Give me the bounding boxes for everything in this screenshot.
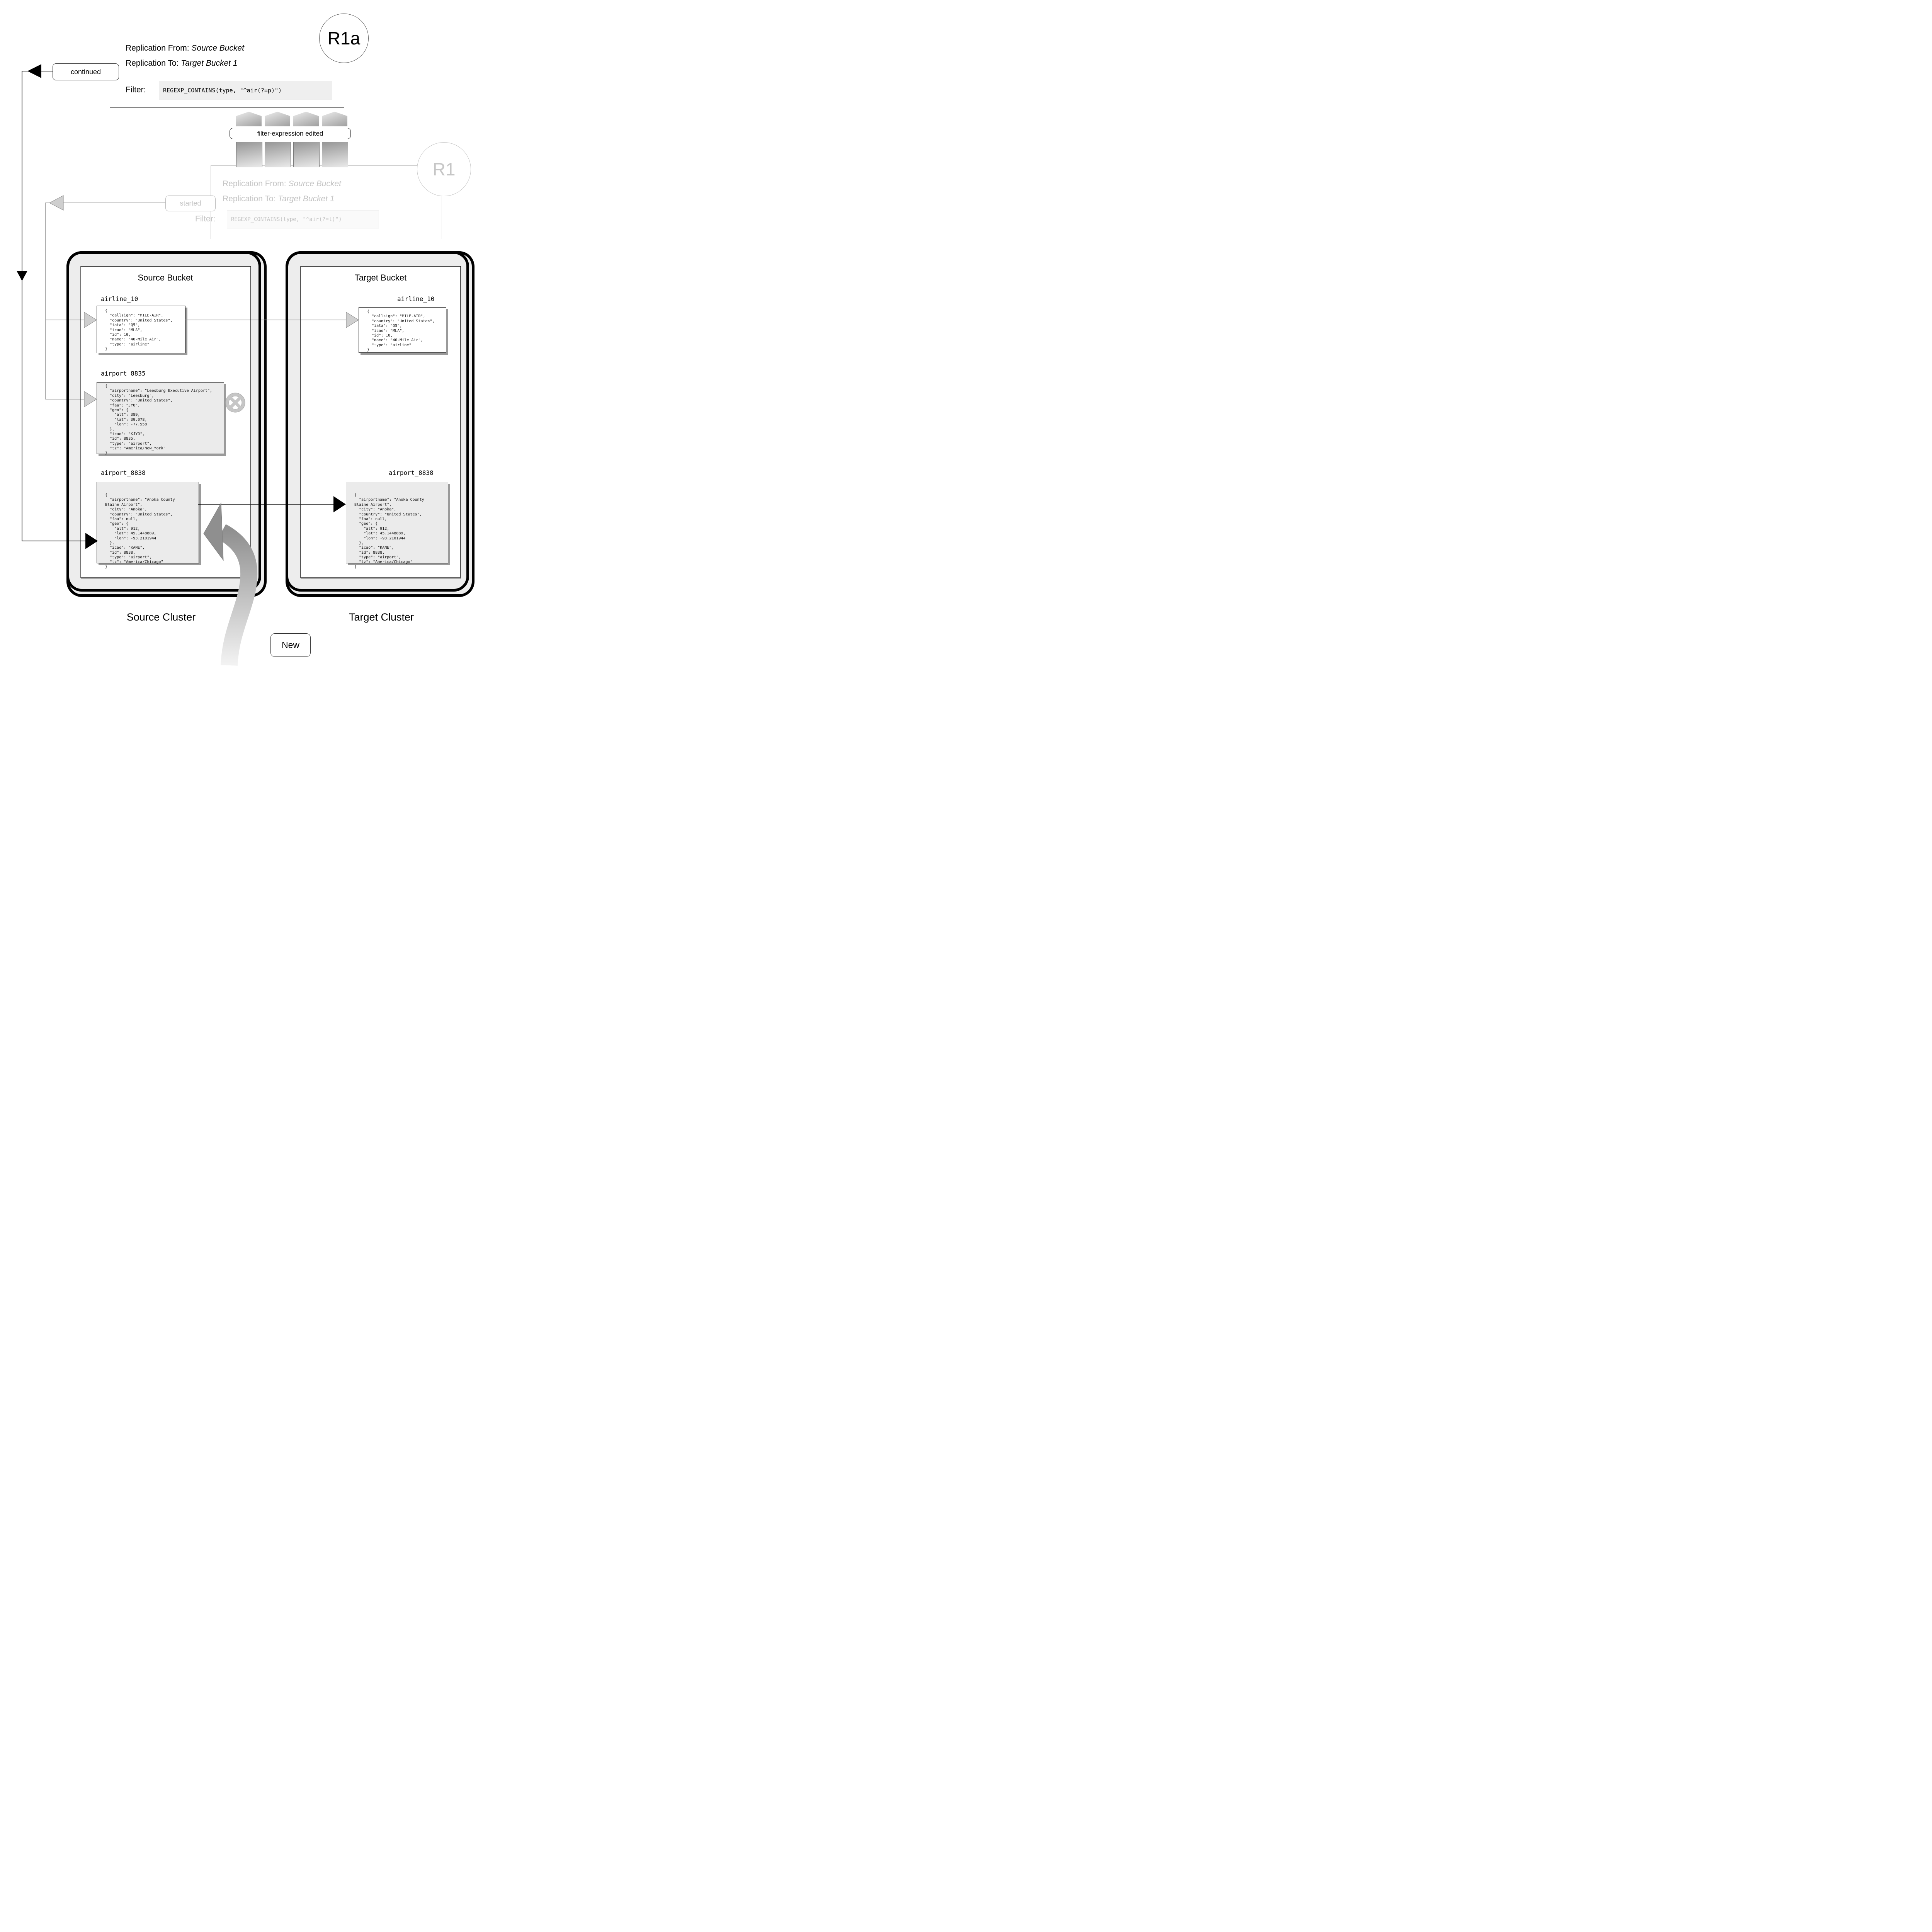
started-badge: started bbox=[165, 196, 216, 211]
r1-from-value: Source Bucket bbox=[288, 179, 341, 188]
r1-to-label: Replication To: bbox=[223, 194, 276, 203]
replication-stream-chevron-icon bbox=[236, 112, 262, 126]
source-doc-airline-10-json: { "callsign": "MILE-AIR", "country": "Un… bbox=[105, 309, 173, 352]
r1a-from-label: Replication From: bbox=[126, 44, 189, 53]
source-doc-label-airport-8838: airport_8838 bbox=[101, 469, 146, 476]
target-doc-airport-8838: { "airportname": "Anoka County Blaine Ai… bbox=[346, 482, 448, 569]
source-doc-airport-8838-json: { "airportname": "Anoka County Blaine Ai… bbox=[105, 493, 175, 569]
replication-stream-bar-icon bbox=[322, 142, 348, 167]
r1-to-line: Replication To: Target Bucket 1 bbox=[223, 194, 335, 204]
target-doc-label-airline-10: airline_10 bbox=[397, 295, 435, 303]
r1a-to-value: Target Bucket 1 bbox=[181, 59, 238, 68]
source-doc-label-airport-8835: airport_8835 bbox=[101, 370, 146, 377]
replication-stream-chevron-icon bbox=[322, 112, 347, 126]
r1-from-line: Replication From: Source Bucket bbox=[223, 179, 341, 189]
replication-stream-chevron-icon bbox=[265, 112, 290, 126]
left-arrowhead-icon bbox=[27, 64, 41, 78]
source-bucket-title: Source Bucket bbox=[138, 273, 193, 282]
r1a-from-value: Source Bucket bbox=[191, 44, 244, 53]
target-doc-airline-10-json: { "callsign": "MILE-AIR", "country": "Un… bbox=[367, 310, 435, 352]
r1-filter-code: REGEXP_CONTAINS(type, "^air(?=l)") bbox=[227, 211, 379, 228]
r1-to-value: Target Bucket 1 bbox=[278, 194, 335, 203]
target-cluster-caption: Target Cluster bbox=[349, 611, 414, 623]
r1a-filter-label: Filter: bbox=[126, 85, 146, 94]
replication-stream-bar-icon bbox=[236, 142, 262, 167]
source-doc-airline-10: { "callsign": "MILE-AIR", "country": "Un… bbox=[97, 306, 185, 353]
replication-stream-chevron-icon bbox=[293, 112, 319, 126]
r1-from-label: Replication From: bbox=[223, 179, 286, 188]
r1-circle: R1 bbox=[417, 142, 471, 196]
new-badge: New bbox=[270, 633, 311, 657]
replication-stream-bar-icon bbox=[265, 142, 291, 167]
left-arrowhead-icon bbox=[49, 195, 64, 211]
target-doc-airline-10: { "callsign": "MILE-AIR", "country": "Un… bbox=[359, 307, 446, 353]
source-doc-airport-8835: { "airportname": "Leesburg Executive Air… bbox=[97, 382, 224, 456]
source-doc-label-airline-10: airline_10 bbox=[101, 295, 138, 303]
target-doc-label-airport-8838: airport_8838 bbox=[389, 469, 434, 476]
replication-stream-bar-icon bbox=[293, 142, 320, 167]
source-cluster-caption: Source Cluster bbox=[126, 611, 196, 623]
target-bucket-title: Target Bucket bbox=[354, 273, 407, 282]
diagram-page: { "r1a": { "id_label": "R1a", "from_labe… bbox=[0, 0, 498, 674]
source-doc-airport-8838: { "airportname": "Anoka County Blaine Ai… bbox=[97, 482, 199, 569]
filter-expression-edited-badge: filter-expression edited bbox=[230, 128, 351, 139]
r1a-from-line: Replication From: Source Bucket bbox=[126, 44, 244, 53]
source-doc-airport-8835-json: { "airportname": "Leesburg Executive Air… bbox=[105, 384, 212, 456]
r1a-to-label: Replication To: bbox=[126, 59, 179, 68]
down-arrowhead-icon bbox=[17, 271, 27, 281]
target-doc-airport-8838-json: { "airportname": "Anoka County Blaine Ai… bbox=[354, 493, 424, 569]
r1a-filter-code: REGEXP_CONTAINS(type, "^air(?=p)") bbox=[159, 81, 332, 100]
r1a-to-line: Replication To: Target Bucket 1 bbox=[126, 59, 238, 68]
r1a-circle: R1a bbox=[319, 14, 369, 63]
continued-badge: continued bbox=[53, 63, 119, 80]
r1-filter-label: Filter: bbox=[195, 214, 216, 223]
